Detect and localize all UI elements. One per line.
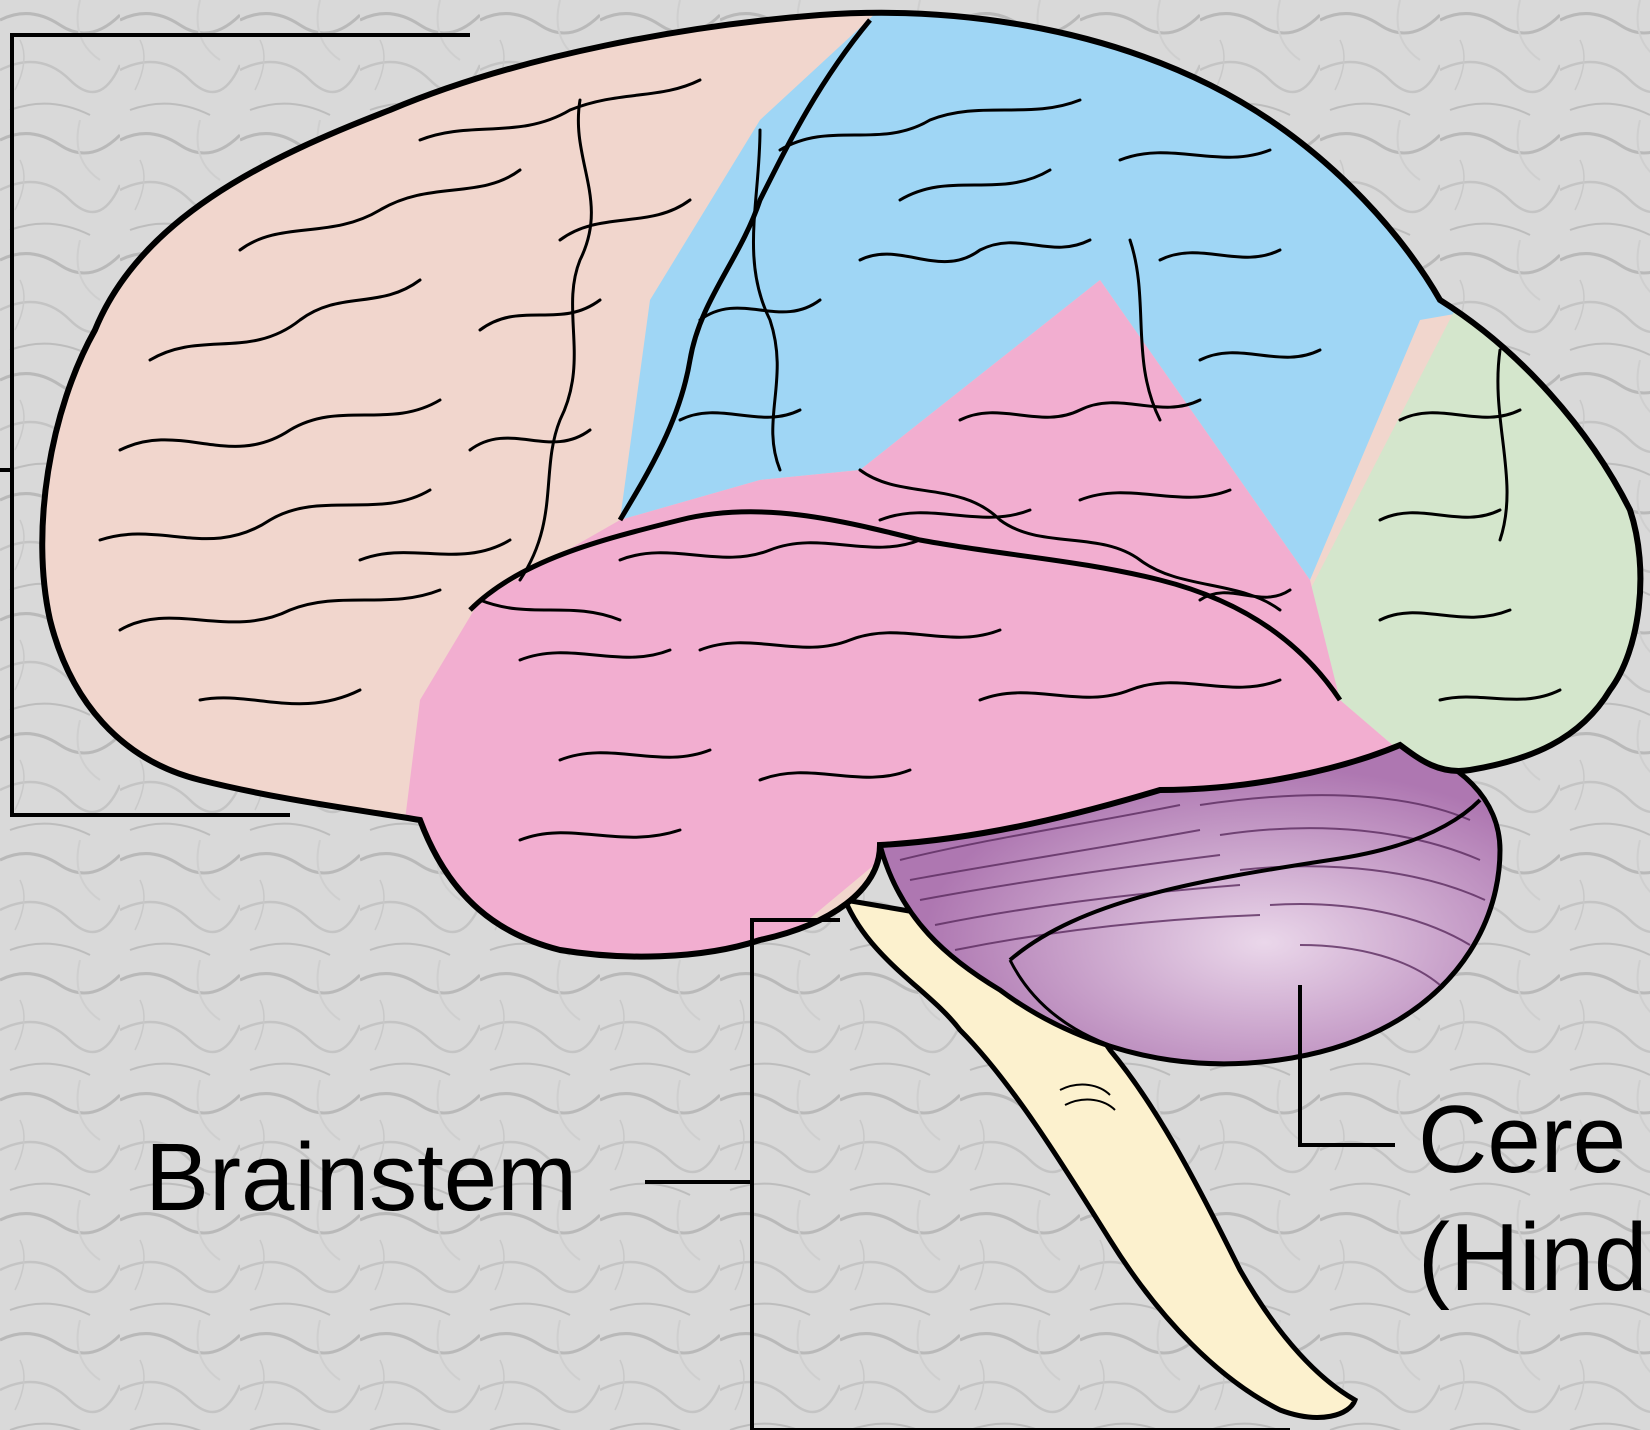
cerebellum-label-line1: Cere [1418,1086,1626,1193]
cerebellum-label-line2: (Hind [1418,1204,1647,1311]
brainstem-label: Brainstem [145,1124,577,1231]
